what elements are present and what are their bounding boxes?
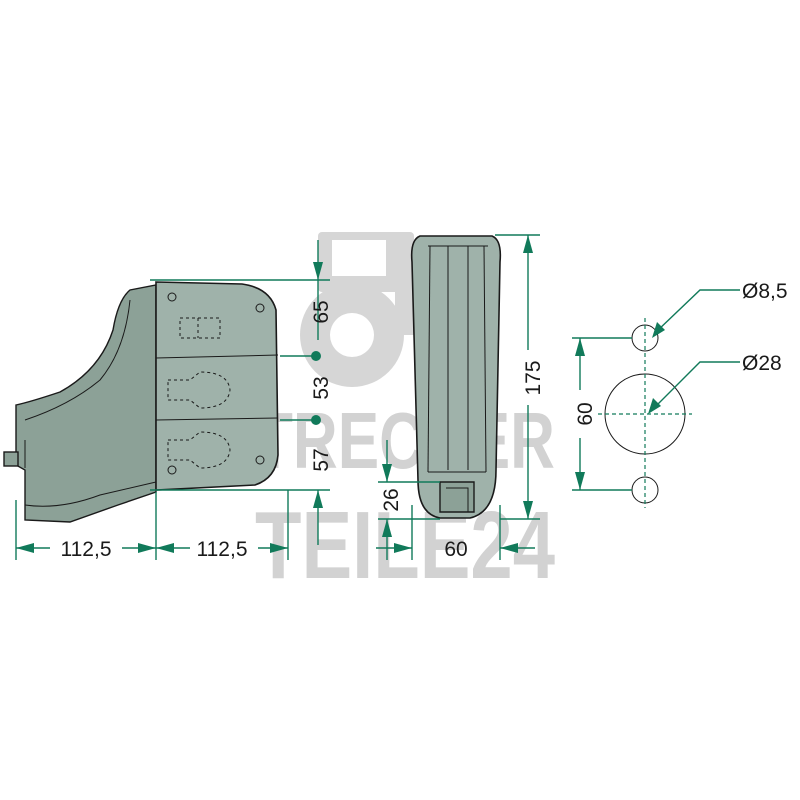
arrow-right-icon bbox=[270, 543, 288, 553]
watermark-line1: TRECKER bbox=[255, 396, 555, 485]
arrow-right-icon bbox=[394, 543, 412, 553]
watermark: TRECKER TEILE24 bbox=[255, 232, 555, 599]
front-view-dimensions: 65 53 57 112,5 112,5 bbox=[15, 240, 333, 561]
dim-hole-spacing: 60 bbox=[574, 402, 597, 425]
dim-side-base: 26 bbox=[380, 488, 403, 511]
dimension-dot bbox=[311, 415, 321, 425]
side-view-part bbox=[410, 235, 502, 519]
front-view-part bbox=[3, 281, 279, 523]
arrow-left-icon bbox=[500, 543, 518, 553]
watermark-line2: TEILE24 bbox=[255, 492, 555, 599]
arrow-up-icon bbox=[575, 338, 585, 356]
dim-side-width: 60 bbox=[444, 538, 467, 561]
arrow-down-icon bbox=[523, 501, 533, 519]
dim-side-height: 175 bbox=[522, 360, 545, 395]
arrow-left-icon bbox=[156, 543, 174, 553]
arrow-up-icon bbox=[313, 490, 323, 508]
dim-large-hole: Ø28 bbox=[742, 352, 782, 375]
arrow-right-icon bbox=[138, 543, 156, 553]
hole-pattern: 60 Ø8,5 Ø28 bbox=[572, 280, 788, 508]
side-view-dimensions: 175 26 60 bbox=[376, 234, 545, 561]
dim-width-left: 112,5 bbox=[61, 538, 112, 561]
arrow-down-icon bbox=[575, 472, 585, 490]
arrow-up-icon bbox=[382, 519, 392, 537]
arrow-leader-icon bbox=[652, 322, 665, 338]
arrow-up-icon bbox=[523, 235, 533, 253]
large-hole bbox=[604, 373, 686, 455]
dim-height-top: 65 bbox=[310, 300, 333, 323]
arrow-down-icon bbox=[313, 262, 323, 280]
dim-height-mid: 53 bbox=[310, 376, 333, 399]
arrow-leader-icon bbox=[648, 398, 661, 414]
arrow-left-icon bbox=[16, 543, 34, 553]
dim-height-bottom: 57 bbox=[310, 448, 333, 471]
arrow-down-icon bbox=[382, 464, 392, 482]
dim-small-hole: Ø8,5 bbox=[742, 280, 788, 303]
dimension-dot bbox=[311, 351, 321, 361]
dim-width-right: 112,5 bbox=[197, 538, 248, 561]
